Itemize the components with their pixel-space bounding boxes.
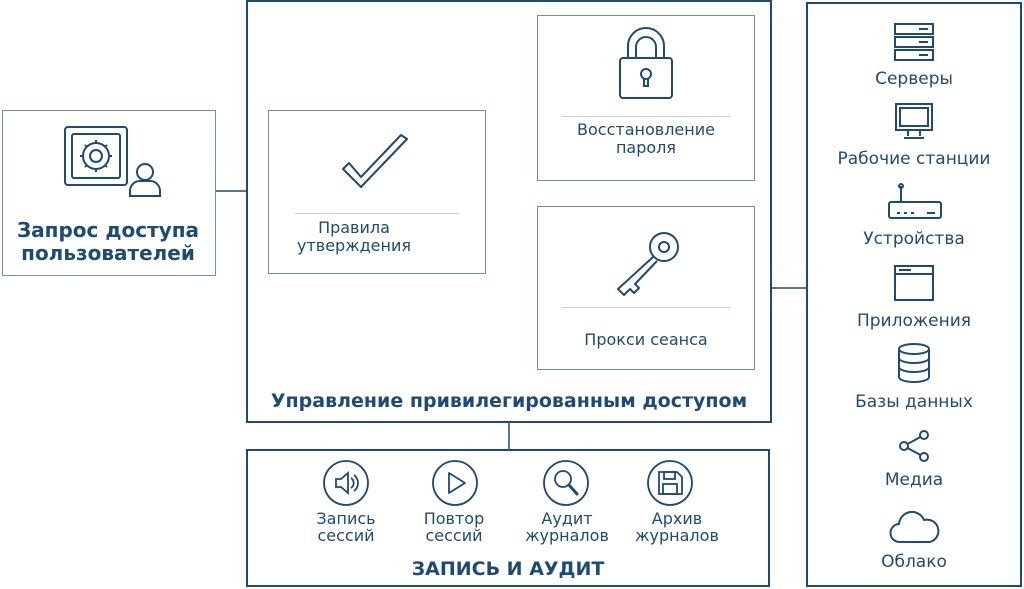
- app-window-icon: [894, 265, 934, 301]
- user-request-label: Запрос доступа пользователей: [3, 219, 213, 265]
- approval-rules-box: Правила утверждения: [268, 110, 486, 274]
- audit-item-session-recording: Запись сессий: [296, 459, 396, 551]
- router-icon: [888, 183, 942, 219]
- target-databases-label: Базы данных: [855, 392, 973, 412]
- key-icon: [617, 232, 679, 296]
- password-recovery-label: Восстановление пароля: [538, 120, 754, 158]
- database-icon: [898, 343, 930, 383]
- audit-item-label: Запись сессий: [316, 509, 376, 545]
- approval-rules-divider: [295, 213, 459, 214]
- password-recovery-line1: Восстановление: [577, 120, 715, 139]
- audit-item-session-replay: Повтор сессий: [404, 459, 504, 551]
- password-recovery-box: Восстановление пароля: [537, 15, 755, 181]
- checkmark-icon: [342, 134, 408, 188]
- pam-title: Управление привилегированным доступом: [270, 390, 748, 412]
- audit-item-label: Аудит журналов: [525, 509, 609, 545]
- session-proxy-label: Прокси сеанса: [584, 330, 708, 349]
- audit-item-label: Архив журналов: [635, 509, 719, 545]
- user-request-line1: Запрос доступа: [16, 218, 200, 242]
- play-icon: [432, 460, 478, 506]
- audit-item-label: Повтор сессий: [423, 509, 485, 545]
- audit-title: ЗАПИСЬ И АУДИТ: [411, 558, 605, 580]
- magnifier-icon: [543, 460, 589, 506]
- target-devices-label: Устройства: [863, 229, 965, 249]
- user-request-box: Запрос доступа пользователей: [2, 110, 216, 276]
- padlock-icon: [619, 27, 673, 99]
- floppy-disk-icon: [647, 460, 693, 506]
- password-recovery-divider: [562, 116, 730, 117]
- approval-rules-label: Правила утверждения: [269, 218, 439, 256]
- password-recovery-line2: пароля: [615, 138, 677, 158]
- target-media-label: Медиа: [884, 470, 944, 490]
- audit-frame: ЗАПИСЬ И АУДИТ Запись сессий Повтор сесс…: [246, 449, 770, 587]
- server-rack-icon: [894, 23, 934, 61]
- audit-item-log-archive: Архив журналов: [622, 459, 732, 551]
- vault-safe-icon: [64, 126, 128, 186]
- approval-rules-line1: Правила: [318, 218, 390, 237]
- user-person-icon: [129, 163, 161, 197]
- session-proxy-divider: [562, 307, 730, 308]
- speaker-icon: [323, 460, 369, 506]
- approval-rules-line2: утверждения: [296, 236, 412, 256]
- cloud-icon: [889, 510, 940, 544]
- audit-item-log-audit: Аудит журналов: [512, 459, 622, 551]
- share-icon: [899, 430, 929, 462]
- target-cloud-label: Облако: [881, 552, 947, 572]
- target-applications-label: Приложения: [856, 311, 972, 331]
- target-servers-label: Серверы: [875, 69, 953, 89]
- monitor-icon: [895, 103, 933, 139]
- session-proxy-box: Прокси сеанса: [537, 206, 755, 370]
- user-request-line2: пользователей: [21, 241, 195, 265]
- target-workstations-label: Рабочие станции: [837, 149, 991, 169]
- targets-frame: Серверы Рабочие станции Устройства Прило…: [806, 2, 1022, 587]
